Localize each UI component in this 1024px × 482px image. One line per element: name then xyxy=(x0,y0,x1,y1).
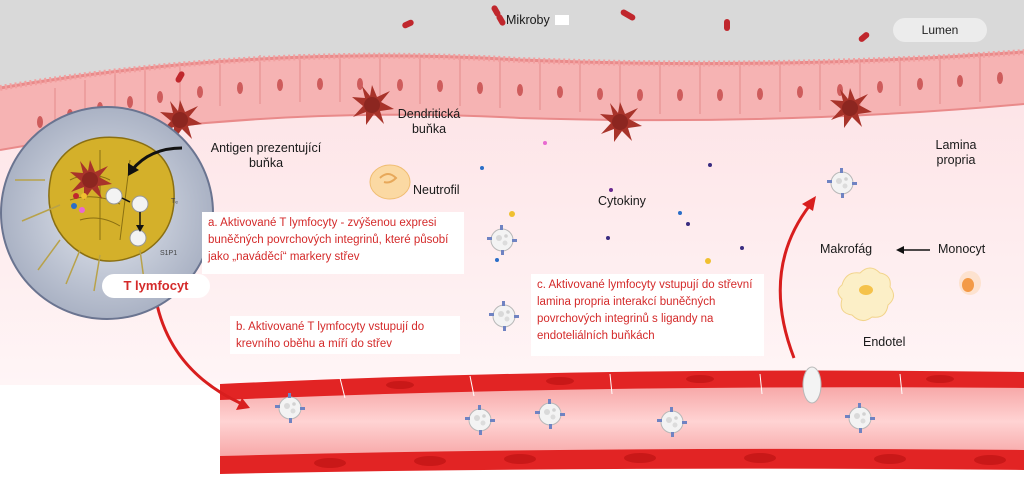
antigen-presenting-cell-label: Antigen prezentující buňka xyxy=(210,141,322,170)
node-te-label: Tₑ xyxy=(171,198,178,205)
monocyte-label: Monocyt xyxy=(938,242,986,256)
lumen-label: Lumen xyxy=(893,18,987,42)
lamina-propria-label: Lamina propria xyxy=(935,138,977,167)
cytokines-label: Cytokiny xyxy=(598,194,646,208)
endothelium-label: Endotel xyxy=(863,335,906,349)
node-s1p1-label: S1P1 xyxy=(160,250,178,257)
microbes-label: Mikroby xyxy=(506,13,550,27)
dendritic-cell-label: Dendritická buňka xyxy=(397,107,461,136)
t-lymphocyte-label: T lymfocyt xyxy=(102,274,210,298)
callout-a: a. Aktivované T lymfocyty - zvýšenou exp… xyxy=(202,212,464,274)
callout-c: c. Aktivované lymfocyty vstupují do stře… xyxy=(531,274,764,356)
neutrophil-label: Neutrofil xyxy=(413,183,460,197)
macrophage-label: Makrofág xyxy=(820,242,873,256)
callout-b: b. Aktivované T lymfocyty vstupují do kr… xyxy=(230,316,460,354)
